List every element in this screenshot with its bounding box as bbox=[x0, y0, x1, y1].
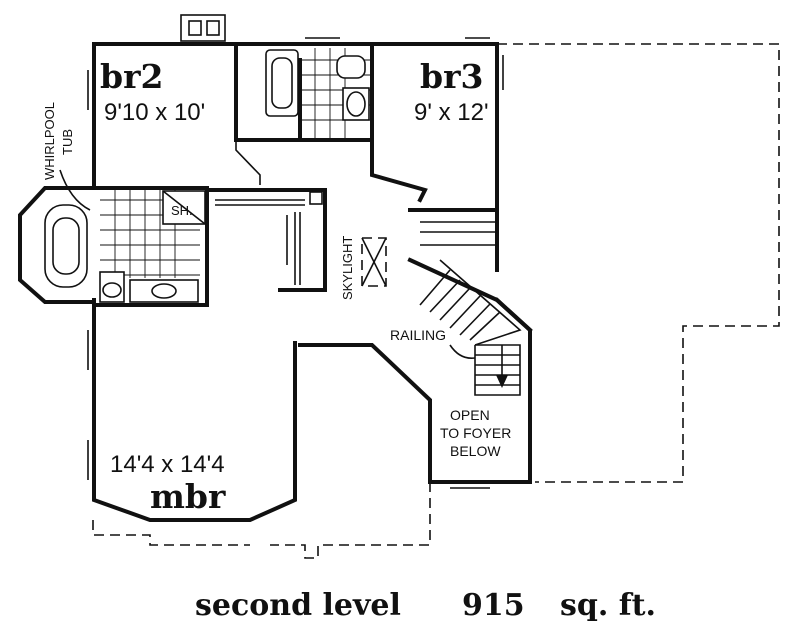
railing-pointer-arrow bbox=[449, 344, 476, 360]
open-label-line3: BELOW bbox=[450, 443, 501, 459]
master-bath bbox=[92, 186, 209, 307]
vanity bbox=[129, 279, 199, 303]
skylight-label: SKYLIGHT bbox=[340, 236, 355, 300]
mbr-dims: 14'4 x 14'4 bbox=[110, 451, 225, 478]
br2-dims: 9'10 x 10' bbox=[104, 99, 205, 126]
lower-roof-outline bbox=[92, 43, 780, 559]
whirlpool-pointer-arrow bbox=[59, 169, 91, 211]
mbr-name: mbr bbox=[150, 477, 226, 516]
skylight bbox=[361, 237, 387, 287]
footer-level: second level bbox=[195, 588, 401, 623]
footer-unit: sq. ft. bbox=[560, 588, 656, 623]
br3-dims: 9' x 12' bbox=[414, 99, 489, 126]
windows bbox=[87, 37, 504, 489]
chimney bbox=[180, 14, 226, 42]
closet bbox=[205, 188, 327, 292]
open-label-line2: TO FOYER bbox=[440, 425, 511, 441]
br3-name: br3 bbox=[420, 57, 483, 96]
open-label-line1: OPEN bbox=[450, 407, 490, 423]
whirlpool-label-line2: TUB bbox=[60, 129, 75, 155]
whirlpool-tub bbox=[44, 204, 88, 288]
whirlpool-bay bbox=[18, 186, 96, 304]
hall-tub bbox=[265, 49, 299, 117]
footer-area: 915 bbox=[462, 588, 525, 623]
br2-name: br2 bbox=[100, 57, 163, 96]
bedroom-partitions bbox=[92, 138, 499, 246]
whirlpool-label-line1: WHIRLPOOL bbox=[42, 102, 57, 180]
hall-toilet bbox=[336, 55, 366, 79]
stairs bbox=[407, 257, 533, 396]
shower-label: SH. bbox=[171, 203, 193, 218]
railing-label: RAILING bbox=[390, 327, 446, 343]
hall-bath bbox=[234, 42, 374, 142]
